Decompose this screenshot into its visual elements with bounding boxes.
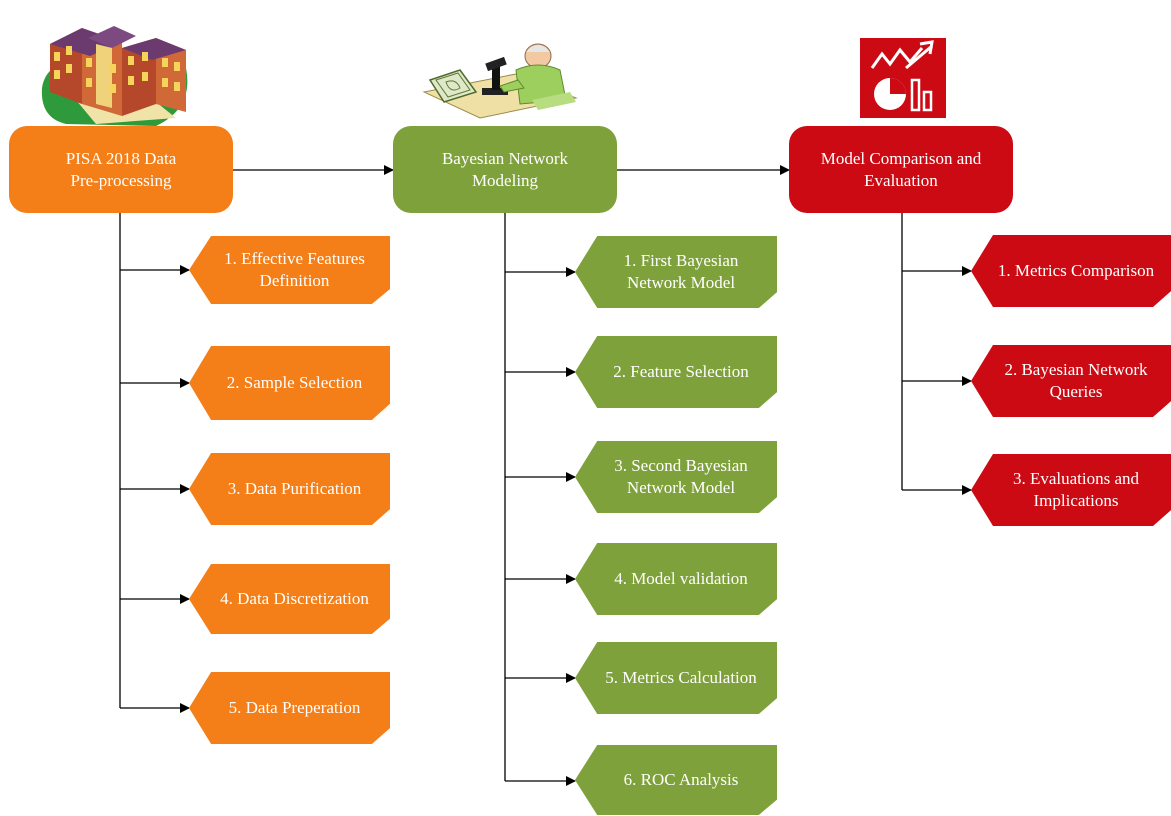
step-eval-3: 3. Evaluations and Implications	[971, 454, 1171, 526]
step-label: 6. ROC Analysis	[623, 770, 739, 789]
step-eval-2: 2. Bayesian Network Queries	[971, 345, 1171, 417]
step-label: 3. Second Bayesian Network Model	[614, 456, 748, 497]
step-bayes-4: 4. Model validation	[575, 543, 777, 615]
scientist-microscope-icon	[422, 43, 578, 119]
step-label: 5. Data Preperation	[228, 698, 361, 717]
step-pisa-2: 2. Sample Selection	[189, 346, 390, 420]
step-label: 4. Model validation	[614, 569, 748, 588]
main-title-eval: Model Comparison and Evaluation	[820, 148, 982, 190]
step-bayes-2: 2. Feature Selection	[575, 336, 777, 408]
main-title-bayes: Bayesian Network Modeling	[441, 148, 569, 190]
step-pisa-3: 3. Data Purification	[189, 453, 390, 525]
step-pisa-5: 5. Data Preperation	[189, 672, 390, 744]
step-eval-1: 1. Metrics Comparison	[971, 235, 1171, 307]
step-bayes-1: 1. First Bayesian Network Model	[575, 236, 777, 308]
step-label: 1. Metrics Comparison	[997, 261, 1155, 280]
step-label: 2. Feature Selection	[613, 362, 749, 381]
main-title-pisa: PISA 2018 Data Pre-processing	[65, 148, 177, 190]
step-label: 4. Data Discretization	[220, 589, 369, 608]
step-pisa-1: 1. Effective Features Definition	[189, 236, 390, 304]
step-label: 2. Sample Selection	[226, 373, 363, 392]
school-building-icon	[41, 26, 188, 126]
main-box-eval: Model Comparison and Evaluation	[789, 126, 1013, 213]
step-bayes-6: 6. ROC Analysis	[575, 745, 777, 815]
step-label: 1. Effective Features Definition	[224, 249, 365, 290]
step-bayes-3: 3. Second Bayesian Network Model	[575, 441, 777, 513]
step-label: 2. Bayesian Network Queries	[1004, 360, 1148, 401]
step-pisa-4: 4. Data Discretization	[189, 564, 390, 634]
step-label: 5. Metrics Calculation	[605, 668, 757, 687]
step-bayes-5: 5. Metrics Calculation	[575, 642, 777, 714]
step-label: 3. Data Purification	[227, 479, 362, 498]
main-box-bayes: Bayesian Network Modeling	[393, 126, 617, 213]
step-label: 3. Evaluations and Implications	[1012, 469, 1140, 510]
analytics-chart-icon	[860, 38, 946, 118]
step-label: 1. First Bayesian Network Model	[623, 251, 739, 292]
main-box-pisa: PISA 2018 Data Pre-processing	[9, 126, 233, 213]
